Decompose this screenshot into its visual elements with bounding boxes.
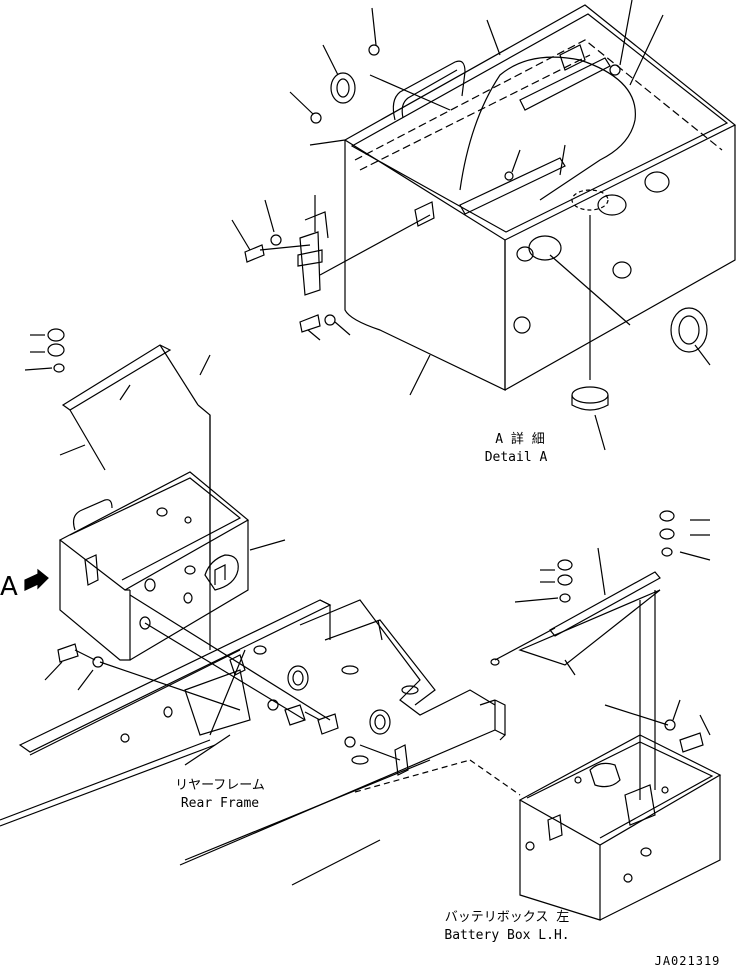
detail-a-label-jp: A 詳 細 [495, 432, 545, 447]
rear-frame-label-jp: リヤーフレーム [175, 778, 265, 793]
right-battery-box [490, 510, 722, 921]
detail-a-label-en: Detail A [484, 450, 548, 465]
rear-frame-label-en: Rear Frame [180, 796, 260, 811]
battery-box-label-en: Battery Box L.H. [444, 928, 570, 943]
drawing-number: JA021319 [654, 954, 721, 968]
left-battery-box [24, 328, 331, 721]
battery-box-label-jp: バッテリボックス 左 [444, 910, 570, 925]
rear-frame [0, 599, 521, 886]
detail-a-battery-box [231, 0, 737, 451]
view-arrow-label: A [0, 572, 18, 602]
